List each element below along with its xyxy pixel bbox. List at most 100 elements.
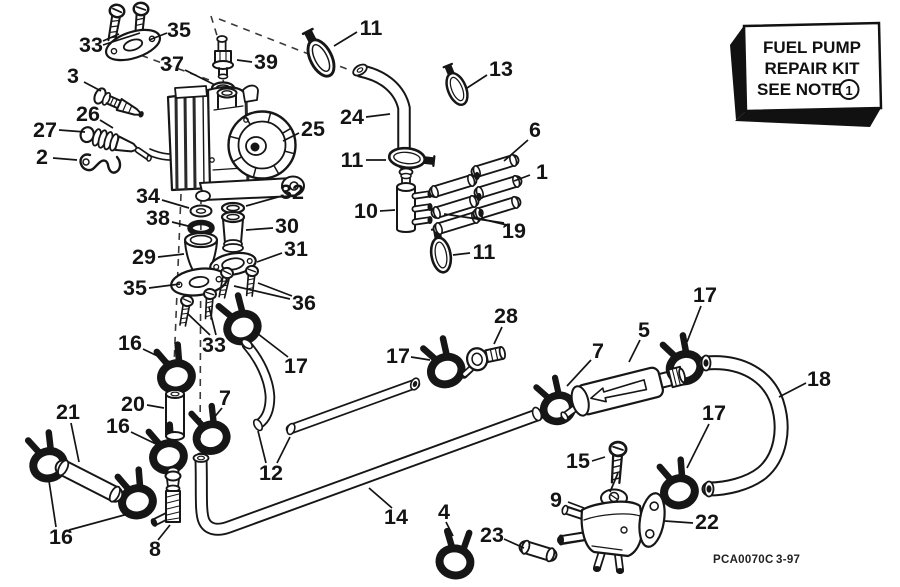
part-callout-21: 21 (56, 400, 80, 424)
cap-23 (518, 539, 558, 563)
leader-line-21 (70, 422, 80, 463)
leader-line-20 (146, 404, 165, 409)
part-callout-33: 33 (202, 333, 226, 357)
note-number-circle-icon (838, 79, 860, 100)
clamp-7a (189, 404, 230, 454)
leader-line-22 (664, 520, 694, 524)
note-box-line2: REPAIR KIT (764, 59, 860, 78)
leader-line-38 (171, 221, 189, 227)
leader-line-39 (236, 59, 253, 63)
part-callout-11: 11 (341, 148, 364, 172)
leader-line-33 (208, 306, 217, 336)
clamp-11-top (296, 25, 341, 82)
leader-line-35 (148, 32, 168, 41)
part-callout-32: 32 (280, 180, 304, 204)
part-callout-33: 33 (79, 33, 103, 57)
part-callout-36: 36 (292, 291, 316, 315)
part-callout-23: 23 (480, 523, 504, 547)
part-callout-5: 5 (638, 318, 650, 342)
leader-line-12 (276, 436, 291, 464)
leader-line-1 (513, 174, 531, 182)
part-callout-9: 9 (550, 488, 562, 512)
washer-34 (189, 204, 213, 218)
part-callout-35: 35 (167, 18, 191, 42)
leader-line-11 (452, 252, 471, 256)
leader-line-15 (591, 456, 606, 462)
part-callout-18: 18 (807, 367, 831, 391)
leader-line-15 (609, 472, 619, 493)
part-callout-1: 1 (536, 160, 548, 184)
clamp-13 (437, 61, 473, 110)
part-callout-27: 27 (33, 118, 57, 142)
part-callout-16: 16 (106, 414, 130, 438)
part-callout-16: 16 (49, 525, 73, 549)
clip-2 (79, 153, 122, 174)
leader-line-28 (493, 326, 503, 345)
leader-line-31 (256, 252, 283, 263)
part-callout-16: 16 (118, 331, 142, 355)
part-callout-3: 3 (67, 64, 79, 88)
part-callout-29: 29 (132, 245, 156, 269)
hose-12a (241, 338, 276, 432)
leader-line-12 (257, 430, 267, 464)
tube-21 (54, 459, 124, 503)
leader-line-9 (567, 501, 585, 509)
connector-3 (93, 87, 144, 118)
leader-line-27 (58, 129, 86, 133)
o-ring-32 (220, 201, 246, 215)
part-callout-11: 11 (360, 16, 383, 40)
leader-line-19 (472, 216, 508, 226)
part-callout-13: 13 (489, 57, 513, 81)
leader-line-4 (445, 521, 454, 537)
tube-20 (165, 389, 185, 441)
part-callout-8: 8 (149, 537, 161, 561)
part-callout-2: 2 (36, 145, 48, 169)
leader-line-16 (68, 513, 129, 531)
hose-14 (192, 406, 544, 536)
leader-line-7 (566, 359, 592, 387)
fitting-26-27 (79, 126, 152, 162)
part-callout-37: 37 (160, 52, 184, 76)
part-callout-28: 28 (494, 304, 518, 328)
part-callout-17: 17 (702, 401, 726, 425)
leader-line-11 (333, 31, 358, 47)
repair-kit-note-box: FUEL PUMP REPAIR KIT SEE NOTE 1 (730, 21, 883, 127)
leader-line-6 (503, 139, 529, 162)
leader-line-16 (48, 480, 57, 528)
note-number: 1 (845, 83, 852, 98)
leader-line-17 (410, 356, 431, 361)
part-callout-11: 11 (473, 240, 496, 264)
part-callout-17: 17 (386, 344, 410, 368)
hose-12b (285, 377, 421, 436)
clamp-17b (420, 336, 465, 389)
note-box-line3: SEE NOTE (757, 80, 843, 99)
part-callout-26: 26 (76, 102, 100, 126)
leader-line-18 (778, 382, 807, 398)
part-callout-22: 22 (695, 510, 719, 534)
clamp-4 (437, 529, 475, 578)
leader-line-3 (83, 81, 102, 92)
leader-line-17 (252, 329, 289, 358)
fitting-30 (220, 210, 246, 253)
hose-24 (352, 63, 412, 170)
leader-line-16 (142, 348, 171, 363)
leader-line-36 (233, 285, 291, 300)
part-callout-10: 10 (354, 199, 378, 223)
part-callout-4: 4 (438, 500, 450, 524)
fuel-pump-25 (166, 84, 305, 202)
leader-line-33 (187, 313, 211, 336)
part-callout-25: 25 (301, 117, 325, 141)
part-callout-31: 31 (284, 237, 308, 261)
hose-18 (698, 354, 789, 498)
leader-line-26 (99, 119, 114, 129)
part-callout-30: 30 (275, 214, 299, 238)
fitting-8 (150, 466, 182, 527)
leader-line-29 (157, 253, 185, 258)
clamp-11-mid (386, 145, 437, 172)
fitting-39 (212, 35, 234, 80)
leader-line-35 (148, 283, 181, 289)
part-callout-6: 6 (529, 118, 541, 142)
drawing-date: 3-97 (776, 554, 800, 566)
